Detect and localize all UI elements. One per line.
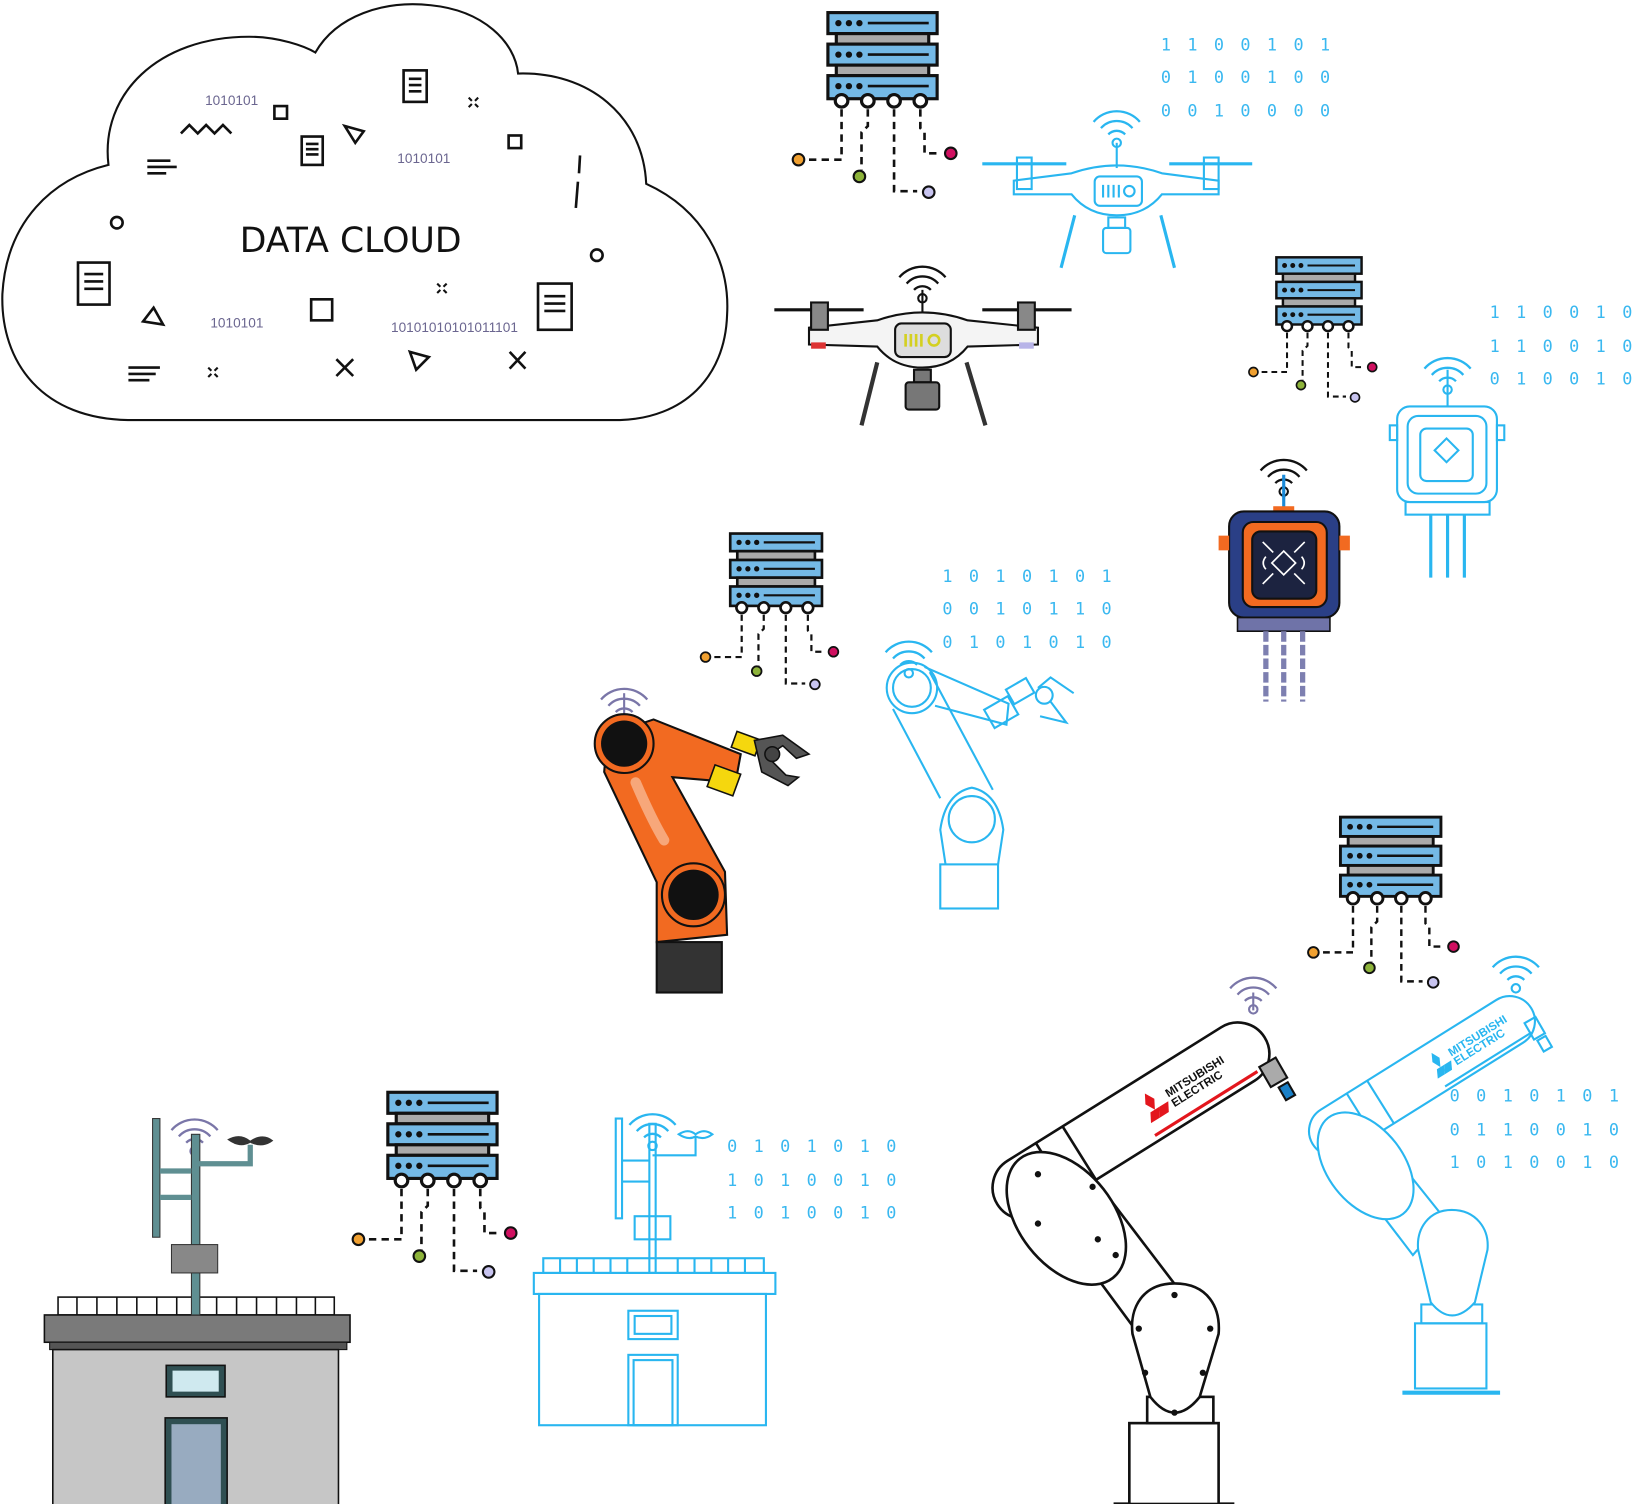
sensor-device-digital-twin bbox=[1388, 356, 1506, 578]
x-icon bbox=[335, 358, 355, 377]
document-icon bbox=[402, 69, 429, 104]
triangle-icon bbox=[341, 123, 366, 146]
binary-row: 0 1 0 0 1 0 0 bbox=[1490, 368, 1639, 388]
binary-row: 1 0 1 0 0 1 0 bbox=[727, 1170, 899, 1190]
binary-block: 0 0 1 0 1 0 1 0 1 1 0 0 1 0 1 0 1 0 0 1 … bbox=[1450, 1086, 1622, 1172]
sparkle-icon bbox=[207, 366, 219, 378]
triangle-icon bbox=[140, 305, 166, 327]
cloud-binary-label: 10101010101011101 bbox=[391, 320, 518, 335]
sparkle-icon bbox=[467, 96, 479, 108]
edge-server-icon bbox=[699, 532, 840, 691]
weather-station-building-digital-twin bbox=[532, 1113, 777, 1427]
circle-icon bbox=[589, 248, 604, 263]
lines-icon bbox=[128, 366, 160, 382]
triangle-icon bbox=[407, 349, 432, 373]
weather-station-building-physical bbox=[43, 1118, 351, 1504]
square-icon bbox=[309, 298, 334, 322]
binary-block: 1 0 1 0 1 0 1 0 0 1 0 1 1 0 0 1 0 1 0 1 … bbox=[942, 566, 1114, 652]
cloud-title: DATA CLOUD bbox=[240, 221, 462, 261]
sensor-device-physical bbox=[1218, 458, 1350, 702]
mitsubishi-logo bbox=[1144, 1093, 1169, 1124]
drone-camera-panel bbox=[894, 322, 952, 359]
robot-arm-digital-twin bbox=[884, 640, 1075, 910]
binary-row: 1 0 1 0 0 1 0 bbox=[727, 1202, 899, 1222]
cloud-outline bbox=[1, 3, 729, 422]
wifi-icon bbox=[1092, 110, 1141, 149]
x-icon bbox=[508, 350, 527, 370]
edge-server-icon bbox=[351, 1090, 519, 1280]
mitsubishi-logo bbox=[1431, 1052, 1453, 1079]
binary-block: 1 1 0 0 1 0 0 1 1 0 0 1 0 1 0 1 0 0 1 0 … bbox=[1490, 302, 1639, 388]
document-icon bbox=[536, 282, 573, 332]
edge-server-icon bbox=[1306, 815, 1461, 990]
robot-arm-physical bbox=[593, 687, 811, 994]
lines-icon bbox=[147, 159, 177, 175]
binary-row: 1 1 0 0 1 0 1 bbox=[1161, 34, 1333, 54]
cloud-binary-label: 1010101 bbox=[205, 93, 258, 108]
binary-row: 0 0 1 0 0 0 0 bbox=[1161, 101, 1333, 121]
data-cloud: DATA CLOUD 1010101 1010101 1010101 10101… bbox=[1, 3, 729, 422]
cloud-binary-label: 1010101 bbox=[210, 316, 263, 331]
zigzag-icon bbox=[180, 123, 233, 136]
dash-line-icon bbox=[574, 155, 582, 209]
binary-row: 1 1 0 0 1 0 0 bbox=[1490, 302, 1639, 322]
binary-row: 0 1 1 0 0 1 0 bbox=[1450, 1119, 1622, 1139]
binary-block: 0 1 0 1 0 1 0 1 0 1 0 0 1 0 1 0 1 0 0 1 … bbox=[727, 1136, 899, 1222]
binary-row: 1 1 0 0 1 0 1 bbox=[1490, 336, 1639, 356]
cloud-binary-label: 1010101 bbox=[397, 151, 450, 166]
edge-server-icon bbox=[791, 11, 959, 200]
cloud-doodles bbox=[76, 69, 604, 382]
document-icon bbox=[300, 135, 325, 167]
square-icon bbox=[273, 104, 289, 120]
drone-physical bbox=[774, 265, 1072, 426]
industrial-robot-physical: MITSUBISHI ELECTRIC bbox=[991, 976, 1297, 1504]
document-icon bbox=[76, 261, 111, 306]
binary-row: 0 0 1 0 1 0 1 bbox=[1450, 1086, 1622, 1106]
binary-row: 0 1 0 0 1 0 0 bbox=[1161, 67, 1333, 87]
edge-server-icon bbox=[1247, 256, 1378, 404]
sparkle-icon bbox=[436, 282, 448, 294]
binary-block: 1 1 0 0 1 0 1 0 1 0 0 1 0 0 0 0 1 0 0 0 … bbox=[1161, 34, 1333, 121]
wifi-icon bbox=[1491, 955, 1541, 994]
binary-row: 1 0 1 0 0 1 0 bbox=[1450, 1152, 1622, 1172]
binary-row: 0 1 0 1 0 1 0 bbox=[727, 1136, 899, 1156]
binary-row: 0 0 1 0 1 1 0 bbox=[942, 598, 1114, 618]
binary-row: 0 1 0 1 0 1 0 bbox=[942, 632, 1114, 652]
industrial-robot-digital-twin: MITSUBISHI ELECTRIC bbox=[1307, 955, 1554, 1395]
wifi-icon bbox=[628, 1113, 677, 1152]
binary-row: 1 0 1 0 1 0 1 bbox=[942, 566, 1114, 586]
square-icon bbox=[507, 134, 523, 150]
drone-digital-twin bbox=[982, 110, 1253, 269]
circle-icon bbox=[109, 215, 124, 230]
